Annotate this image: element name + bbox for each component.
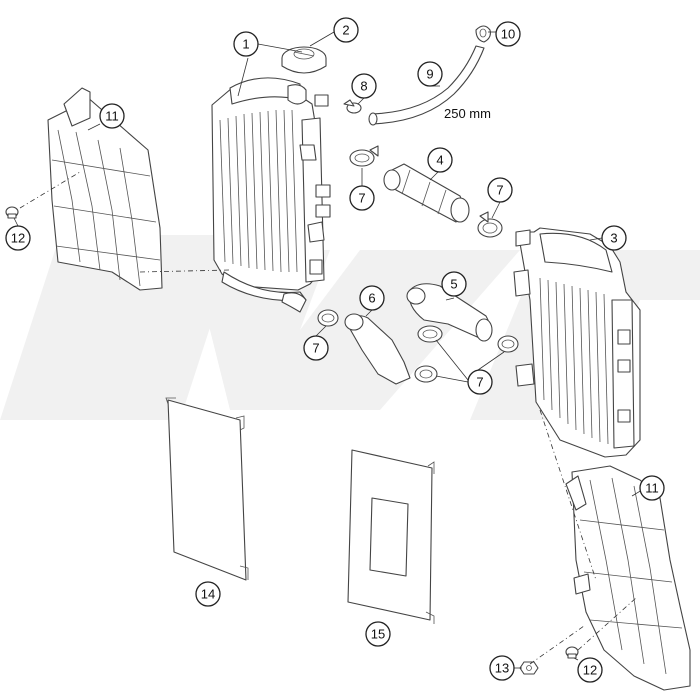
svg-text:14: 14 [201,587,215,602]
svg-text:7: 7 [312,341,319,356]
callout-13: 13 [489,655,515,681]
callout-2: 2 [333,17,359,43]
callout-9: 9 [417,61,443,87]
radiator-cap [281,46,327,74]
left-shroud [47,87,163,291]
svg-text:1: 1 [242,37,249,52]
svg-text:9: 9 [426,67,433,82]
callout-5: 5 [441,271,467,297]
callout-10: 10 [495,21,521,47]
screw-right [565,646,579,659]
hose-clamp [477,211,503,238]
callout-12: 12 [5,225,31,251]
svg-text:12: 12 [583,663,597,678]
svg-text:5: 5 [450,277,457,292]
svg-text:13: 13 [495,661,509,676]
connector-hose-5 [406,283,493,342]
hose-length-label: 250 mm [444,106,491,121]
right-radiator [513,227,641,458]
connector-hose-6 [281,292,411,385]
svg-text:10: 10 [501,27,515,42]
callout-8: 8 [351,73,377,99]
leader-lines [13,31,643,669]
svg-text:15: 15 [371,627,385,642]
svg-text:7: 7 [358,191,365,206]
svg-text:8: 8 [360,79,367,94]
protection-grille-14 [165,397,249,581]
callout-12: 12 [577,657,603,683]
callout-7: 7 [303,335,329,361]
screw-left [5,206,19,219]
callout-6: 6 [359,285,385,311]
hose-clamp [417,325,443,343]
callout-14: 14 [195,581,221,607]
svg-text:6: 6 [368,291,375,306]
nut [519,661,539,675]
svg-text:2: 2 [342,23,349,38]
svg-text:12: 12 [11,231,25,246]
callout-7: 7 [467,369,493,395]
callout-7: 7 [349,185,375,211]
svg-text:11: 11 [645,481,659,496]
callout-7: 7 [487,177,513,203]
assembly-lines [19,171,637,665]
svg-text:4: 4 [436,153,443,168]
hose-clamp [497,335,519,353]
callout-3: 3 [601,225,627,251]
callout-4: 4 [427,147,453,173]
callout-15: 15 [365,621,391,647]
callout-1: 1 [233,31,259,57]
right-shroud [565,465,691,691]
callout-11: 11 [99,103,125,129]
hose-clamp [414,365,438,383]
hose-clamp [349,145,379,167]
svg-text:7: 7 [476,375,483,390]
connector-hose-4 [383,163,470,223]
svg-text:7: 7 [496,183,503,198]
svg-text:3: 3 [610,231,617,246]
overflow-hose [368,45,485,126]
left-radiator [211,77,331,302]
hose-clip [475,25,491,43]
protection-grille-15 [347,449,435,624]
svg-text:11: 11 [105,109,119,124]
callout-11: 11 [639,475,665,501]
small-clamp [343,99,362,114]
hose-clamp [317,309,339,327]
